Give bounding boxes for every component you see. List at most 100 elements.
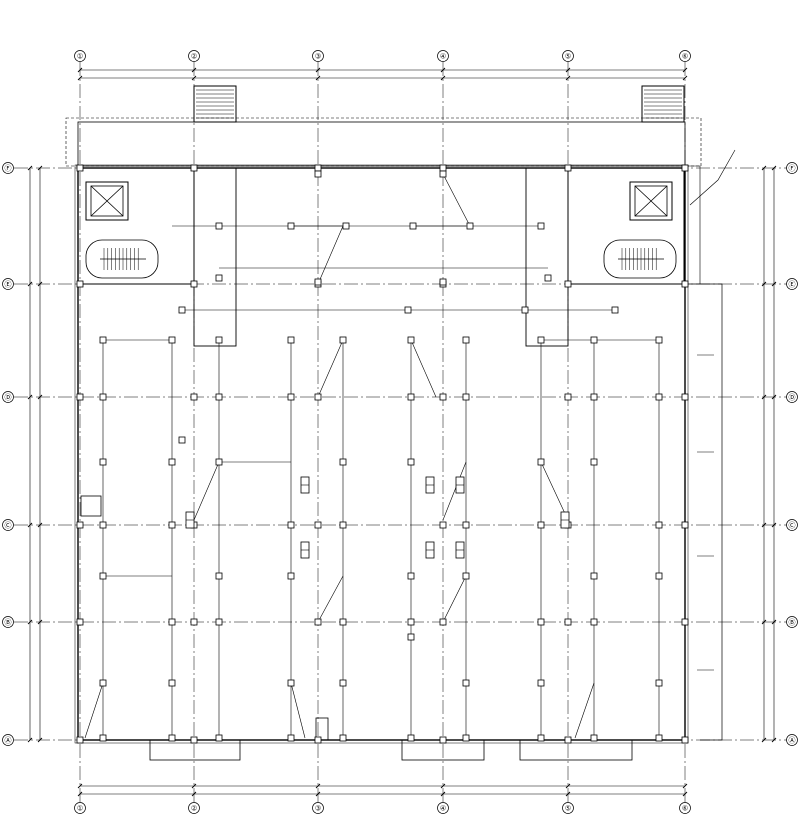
axis-bubble [312, 802, 324, 814]
dimension-tick [315, 75, 321, 81]
elevator-shaft-left [85, 181, 129, 221]
device-box [462, 679, 470, 687]
device-box [537, 458, 545, 466]
device-box [439, 170, 447, 178]
axis-bubble [786, 616, 798, 628]
wiring-run-diagonal [442, 575, 467, 623]
axis-bubble-label: Ⓔ [789, 281, 796, 289]
device-box [655, 679, 663, 687]
elevator-x [90, 185, 124, 217]
device-box [681, 521, 689, 529]
device-box [537, 521, 545, 529]
device-box [681, 280, 689, 288]
device-box [564, 164, 572, 172]
device-box [99, 458, 107, 466]
devices [76, 149, 736, 744]
axis-bubble-label: ③ [315, 53, 321, 61]
dimension-tick [315, 783, 321, 789]
axis-bubble-label: Ⓒ [789, 522, 796, 530]
device-box [287, 679, 295, 687]
dimension-tick [771, 619, 777, 625]
device-box [339, 679, 347, 687]
device-box [655, 521, 663, 529]
device-box [99, 679, 107, 687]
dimension-tick [77, 75, 83, 81]
roof-canopy-outline [65, 117, 702, 167]
wiring-run-diagonal [317, 339, 344, 398]
device-box [439, 736, 447, 744]
north-bay [77, 121, 686, 167]
device-box [439, 521, 447, 529]
axis-bubble [786, 734, 798, 746]
axis-bubble-label: ① [77, 53, 83, 61]
axis-bubble [74, 802, 86, 814]
wiring-run-diagonal [193, 461, 220, 521]
device-box [215, 734, 223, 742]
device-box [287, 393, 295, 401]
dimension-tick [761, 394, 767, 400]
device-box [564, 280, 572, 288]
device-box [590, 618, 598, 626]
dimension-tick [682, 791, 688, 797]
device-box [314, 170, 322, 178]
dimension-tick [191, 67, 197, 73]
axis-bubble [562, 802, 574, 814]
device-box [99, 734, 107, 742]
device-box [178, 436, 186, 444]
service-shaft-2 [525, 167, 569, 347]
dimension-tick [565, 67, 571, 73]
device-box [76, 164, 84, 172]
device-box [314, 736, 322, 744]
side-note-leader [689, 149, 736, 206]
axis-bubble-label: ⑤ [565, 53, 571, 61]
east-annex-wall [685, 283, 723, 741]
device-box [314, 164, 322, 172]
device-box [168, 679, 176, 687]
dimension-tick [565, 791, 571, 797]
axis-bubble [562, 50, 574, 62]
device-box [407, 734, 415, 742]
dimension-tick [27, 522, 33, 528]
dimension-tick [315, 67, 321, 73]
device-box [215, 393, 223, 401]
axis-bubble-label: Ⓑ [5, 619, 12, 627]
device-box [190, 164, 198, 172]
stair-elevator-cores [77, 167, 685, 347]
wiring-run-diagonal [442, 461, 467, 521]
dimension-tick [77, 67, 83, 73]
axis-bubble-label: ⑤ [565, 805, 571, 813]
axis-bubble-label: Ⓑ [789, 619, 796, 627]
dimension-tick [27, 165, 33, 171]
device-box [168, 521, 176, 529]
dimension-tick [191, 791, 197, 797]
axis-bubble [786, 391, 798, 403]
axis-bubble-label: Ⓔ [5, 281, 12, 289]
axis-bubble [2, 734, 14, 746]
device-box [76, 280, 84, 288]
dimension-tick [440, 67, 446, 73]
axis-bubble [2, 162, 14, 174]
device-box [462, 521, 470, 529]
elevator-shaft-right [629, 181, 673, 221]
west-equipment-box [80, 495, 102, 517]
device-box [215, 274, 223, 282]
device-box [462, 336, 470, 344]
device-box [99, 572, 107, 580]
dimension-tick [37, 165, 43, 171]
dimension-tick [771, 165, 777, 171]
device-box [190, 393, 198, 401]
dimension-tick [761, 522, 767, 528]
device-box [339, 458, 347, 466]
device-box [215, 336, 223, 344]
device-box [439, 278, 447, 286]
north-stair-left [193, 85, 237, 123]
device-box [439, 618, 447, 626]
device-box [521, 306, 529, 314]
axis-bubble-label: ③ [315, 805, 321, 813]
wiring-run-diagonal [317, 225, 344, 285]
device-box [190, 280, 198, 288]
dimension-tick [440, 791, 446, 797]
device-box [681, 393, 689, 401]
axis-bubble-label: Ⓐ [5, 737, 12, 745]
dimension-tick [565, 75, 571, 81]
